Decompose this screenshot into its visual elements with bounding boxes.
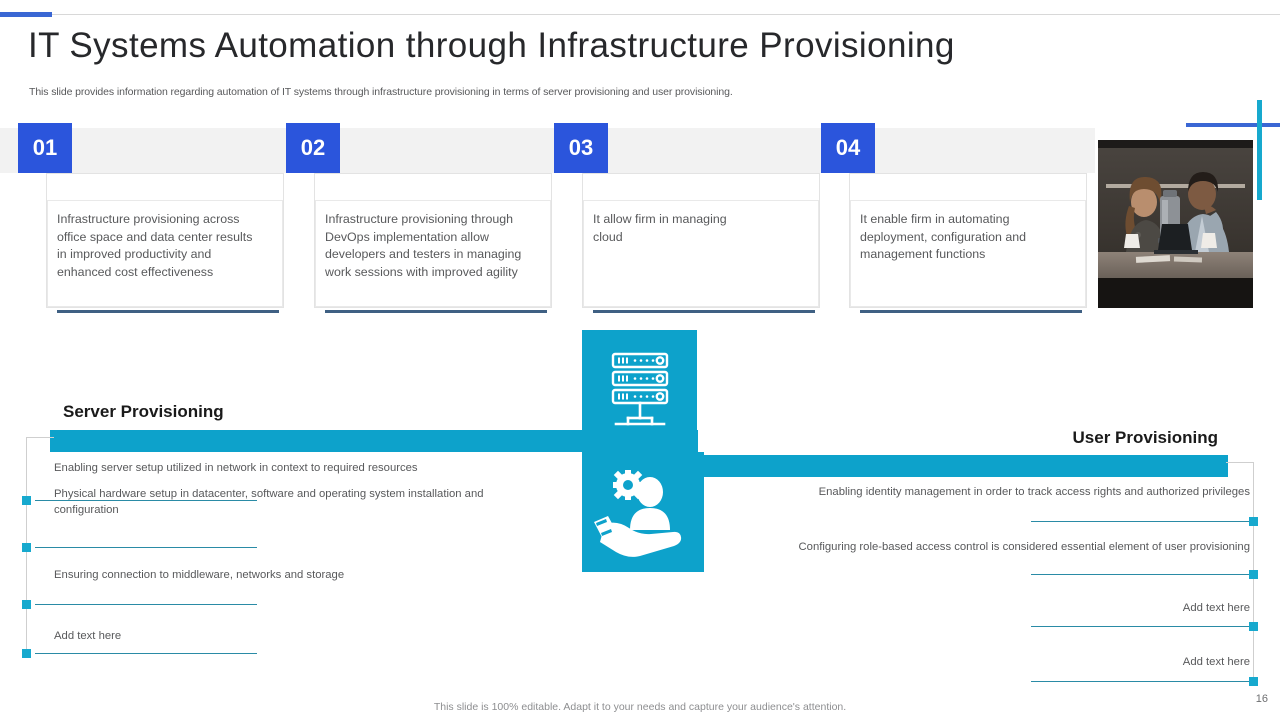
card-02-text: Infrastructure provisioning through DevO… bbox=[325, 212, 522, 279]
user-provisioning-item-3: Add text here bbox=[1182, 602, 1250, 614]
user-provisioning-marker-2 bbox=[1249, 570, 1258, 579]
card-03-underline bbox=[593, 310, 815, 313]
user-provisioning-item-1: Enabling identity management in order to… bbox=[818, 486, 1250, 498]
user-provisioning-title: User Provisioning bbox=[1072, 428, 1218, 447]
user-provisioning-line-4 bbox=[1031, 681, 1253, 682]
user-provisioning-marker-3 bbox=[1249, 622, 1258, 631]
server-provisioning-item-1: Enabling server setup utilized in networ… bbox=[54, 462, 418, 474]
server-provisioning-marker-1 bbox=[22, 496, 31, 505]
user-icon-box bbox=[582, 452, 704, 572]
card-01-inner bbox=[47, 200, 283, 307]
user-provisioning-line-3 bbox=[1031, 626, 1253, 627]
server-provisioning-line-2 bbox=[35, 547, 257, 548]
card-01-underline bbox=[57, 310, 279, 313]
server-provisioning-line-3 bbox=[35, 604, 257, 605]
user-provisioning-marker-4 bbox=[1249, 677, 1258, 686]
page-title: IT Systems Automation through Infrastruc… bbox=[28, 26, 955, 65]
server-provisioning-line-1 bbox=[35, 500, 257, 501]
user-provisioning-marker-1 bbox=[1249, 517, 1258, 526]
card-02-inner bbox=[315, 200, 551, 307]
server-provisioning-item-3: Ensuring connection to middleware, netwo… bbox=[54, 569, 345, 581]
server-provisioning-marker-2 bbox=[22, 543, 31, 552]
server-provisioning-title: Server Provisioning bbox=[63, 402, 224, 421]
card-number-badge-01[interactable]: 01 bbox=[18, 123, 72, 173]
server-rack-icon bbox=[611, 352, 669, 426]
server-provisioning-marker-4 bbox=[22, 649, 31, 658]
user-provisioning-header-bar bbox=[704, 455, 1228, 477]
card-03-text: It allow firm in managing cloud bbox=[593, 212, 727, 244]
card-number-badge-02[interactable]: 02 bbox=[286, 123, 340, 173]
server-provisioning-header-bar bbox=[50, 430, 698, 452]
card-04-text: It enable firm in automating deployment,… bbox=[860, 212, 1027, 261]
numbers-background-band bbox=[0, 128, 1095, 173]
user-provisioning-item-2: Configuring role-based access control is… bbox=[798, 541, 1251, 553]
top-accent-tab bbox=[0, 12, 52, 17]
decoration-horizontal-blue-bar bbox=[1186, 123, 1280, 127]
user-provisioning-line-1 bbox=[1031, 521, 1253, 522]
card-02-underline bbox=[325, 310, 547, 313]
server-provisioning-spine-top bbox=[26, 437, 54, 438]
server-icon-box bbox=[582, 330, 697, 448]
card-01-text: Infrastructure provisioning across offic… bbox=[57, 212, 253, 279]
card-number-badge-03[interactable]: 03 bbox=[554, 123, 608, 173]
user-provisioning-line-2 bbox=[1031, 574, 1253, 575]
card-04-inner bbox=[850, 200, 1086, 307]
user-provisioning-item-4: Add text here bbox=[1182, 656, 1250, 668]
card-04-underline bbox=[860, 310, 1082, 313]
footer-note: This slide is 100% editable. Adapt it to… bbox=[433, 701, 847, 713]
team-photo bbox=[1098, 140, 1253, 308]
server-provisioning-item-2: Physical hardware setup in datacenter, s… bbox=[54, 488, 484, 516]
server-provisioning-marker-3 bbox=[22, 600, 31, 609]
server-provisioning-line-4 bbox=[35, 653, 257, 654]
page-subtitle: This slide provides information regardin… bbox=[29, 86, 733, 98]
top-divider-rule bbox=[0, 14, 1280, 15]
user-provisioning-spine-top bbox=[1226, 462, 1254, 463]
card-number-badge-04[interactable]: 04 bbox=[821, 123, 875, 173]
page-number: 16 bbox=[1255, 693, 1268, 705]
card-03-inner bbox=[583, 200, 819, 307]
user-in-hand-gear-icon bbox=[594, 470, 682, 557]
server-provisioning-item-4: Add text here bbox=[54, 630, 122, 642]
decoration-vertical-cyan-bar bbox=[1257, 100, 1262, 200]
